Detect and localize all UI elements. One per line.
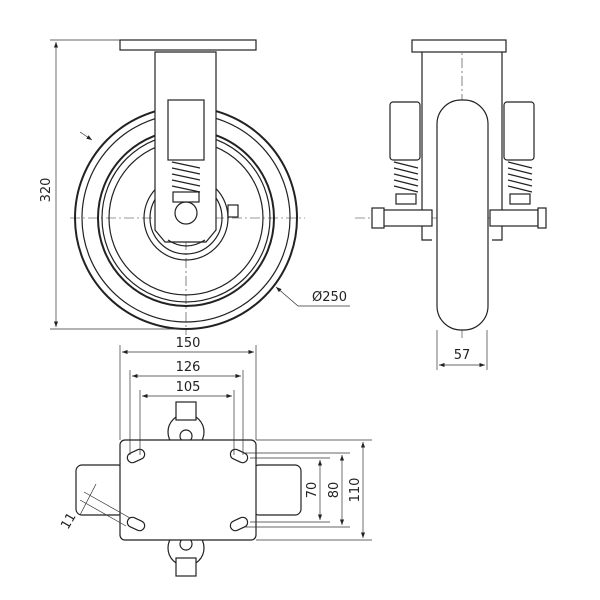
dim-hole-spacing-y-inner: 70 — [305, 482, 320, 499]
front-view: 320 Ø250 — [39, 39, 350, 335]
dim-wheel-width: 57 — [454, 348, 471, 363]
dim-hole-spacing-outer: 126 — [176, 360, 201, 375]
dim-hole-spacing-y-outer: 80 — [327, 482, 342, 499]
slot-holes — [126, 448, 249, 532]
dim-wheel-diameter: Ø250 — [312, 290, 347, 305]
top-view: 150 126 105 70 80 110 11 — [58, 336, 372, 577]
dim-plate-length: 150 — [176, 336, 201, 351]
mounting-plate — [119, 439, 257, 541]
top-plate — [119, 39, 257, 51]
fork — [154, 51, 239, 247]
dim-hole-spacing-inner: 105 — [176, 380, 201, 395]
side-view: 57 — [355, 39, 548, 370]
top-plate — [411, 39, 507, 53]
dim-plate-width: 110 — [348, 478, 363, 503]
wheel-side — [436, 99, 489, 331]
grease-nipple — [227, 204, 239, 218]
dim-height: 320 — [39, 178, 54, 203]
dim-slot-width: 11 — [58, 510, 79, 532]
